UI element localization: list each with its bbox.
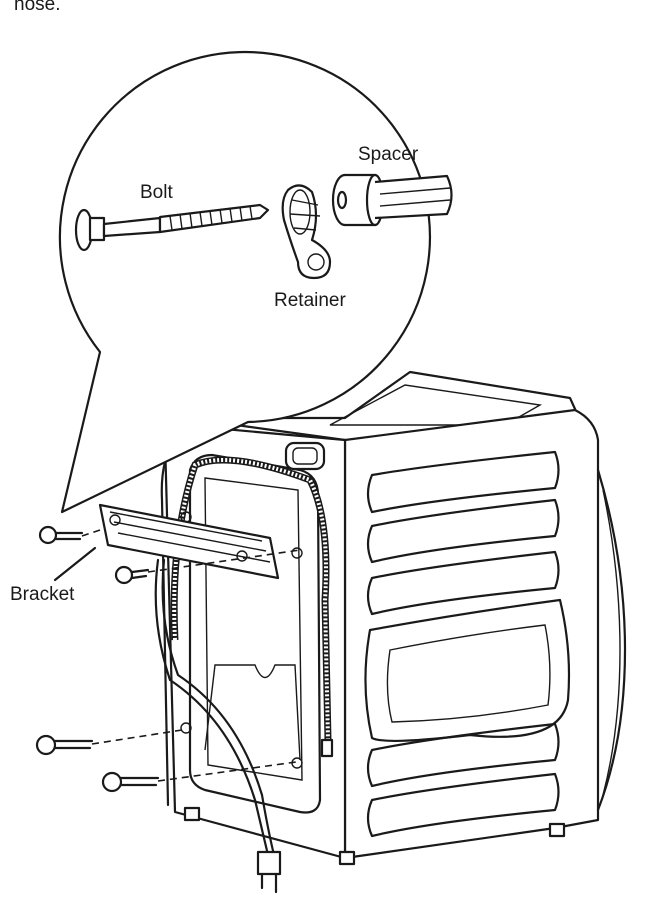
washer-unit [154,370,627,894]
caption-fragment: hose. [14,0,60,15]
fastener-1 [38,525,84,545]
retainer-part [281,184,332,280]
spacer-label: Spacer [358,144,419,165]
bracket-leader-line [53,546,97,582]
fastener-2 [114,565,150,585]
fastener-4 [101,771,160,793]
dash-line-2 [147,549,301,573]
dash-line-3 [91,729,183,745]
dash-line-1 [81,529,101,537]
magnified-callout: Spacer Bolt Retainer [58,50,453,514]
fastener-3 [35,734,94,756]
bolt-label: Bolt [140,182,173,203]
bracket-label: Bracket [10,584,75,605]
bolt-part [74,203,270,252]
spacer-part [331,173,453,227]
retainer-label: Retainer [274,290,346,311]
